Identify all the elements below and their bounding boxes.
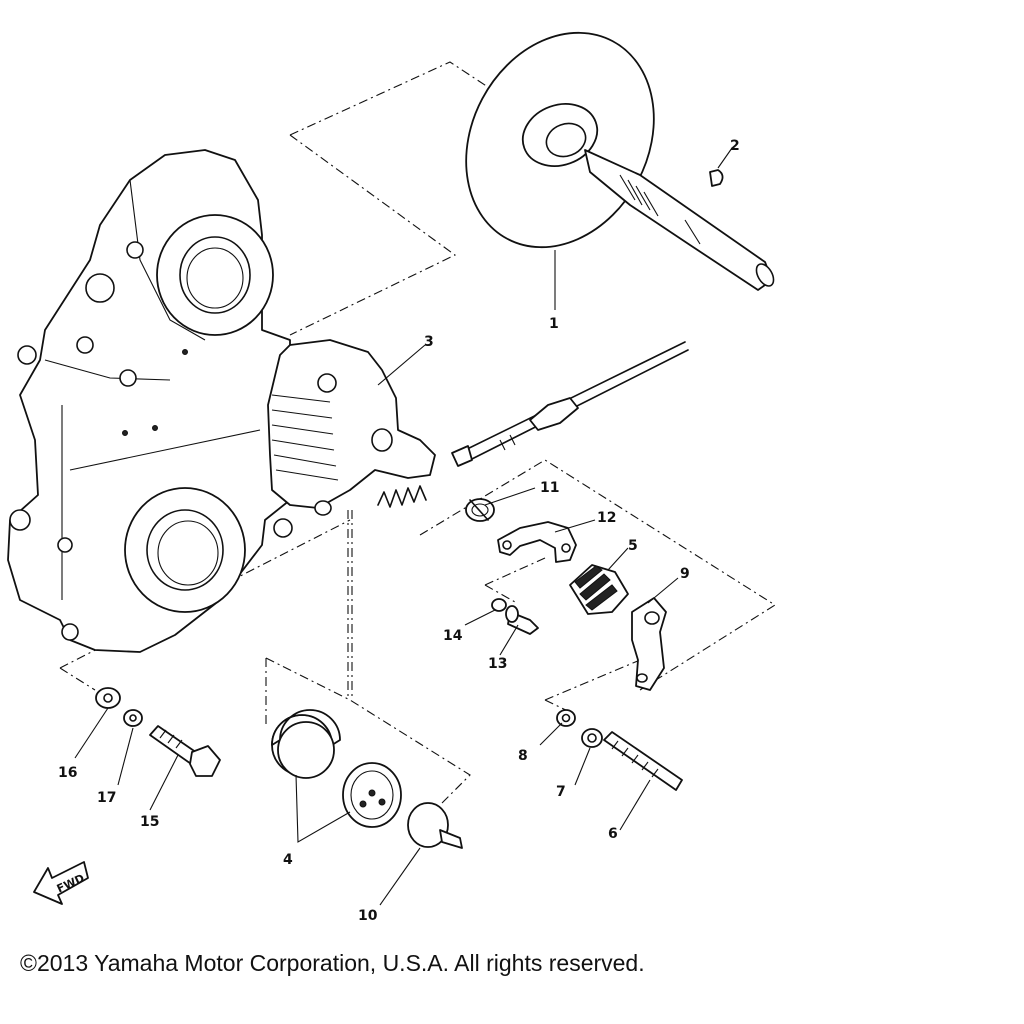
- woodruff-key: [709, 169, 724, 187]
- callout-17: 17: [97, 790, 116, 806]
- callout-15: 15: [140, 814, 159, 830]
- brake-caliper: [267, 339, 436, 516]
- driven-pulley: [465, 31, 775, 291]
- callout-8: 8: [518, 748, 528, 764]
- leader-lines: [74, 147, 733, 906]
- callout-2: 2: [730, 138, 740, 154]
- caliper-spring: [377, 485, 427, 508]
- group-outlines: [59, 61, 777, 806]
- callout-7: 7: [556, 784, 566, 800]
- callout-3: 3: [424, 334, 434, 350]
- rubber-boot: [569, 564, 629, 615]
- brake-cable: [451, 341, 689, 467]
- callout-12: 12: [597, 510, 616, 526]
- callout-11: 11: [540, 480, 559, 496]
- brake-lever: [631, 597, 667, 691]
- plug: [407, 802, 463, 849]
- crankcase-cover: [7, 149, 293, 653]
- bracket: [497, 521, 577, 563]
- mounting-bolt: [95, 687, 221, 777]
- adjuster-bolt: [556, 709, 683, 791]
- bracket-bolt: [491, 598, 539, 635]
- callout-6: 6: [608, 826, 618, 842]
- caliper-pistons: [271, 709, 402, 828]
- callout-9: 9: [680, 566, 690, 582]
- callout-4: 4: [283, 852, 293, 868]
- callout-1: 1: [549, 316, 559, 332]
- spring-clip: [465, 498, 495, 522]
- callout-13: 13: [488, 656, 507, 672]
- callout-16: 16: [58, 765, 77, 781]
- callout-5: 5: [628, 538, 638, 554]
- callout-labels: 1 2 3 4 5 6 7 8 9 10 11 12 13 14 15 16 1…: [58, 138, 740, 924]
- fwd-arrow-icon: FWD: [33, 861, 89, 905]
- copyright-notice: ©2013 Yamaha Motor Corporation, U.S.A. A…: [20, 950, 645, 976]
- callout-14: 14: [443, 628, 463, 644]
- callout-10: 10: [358, 908, 378, 924]
